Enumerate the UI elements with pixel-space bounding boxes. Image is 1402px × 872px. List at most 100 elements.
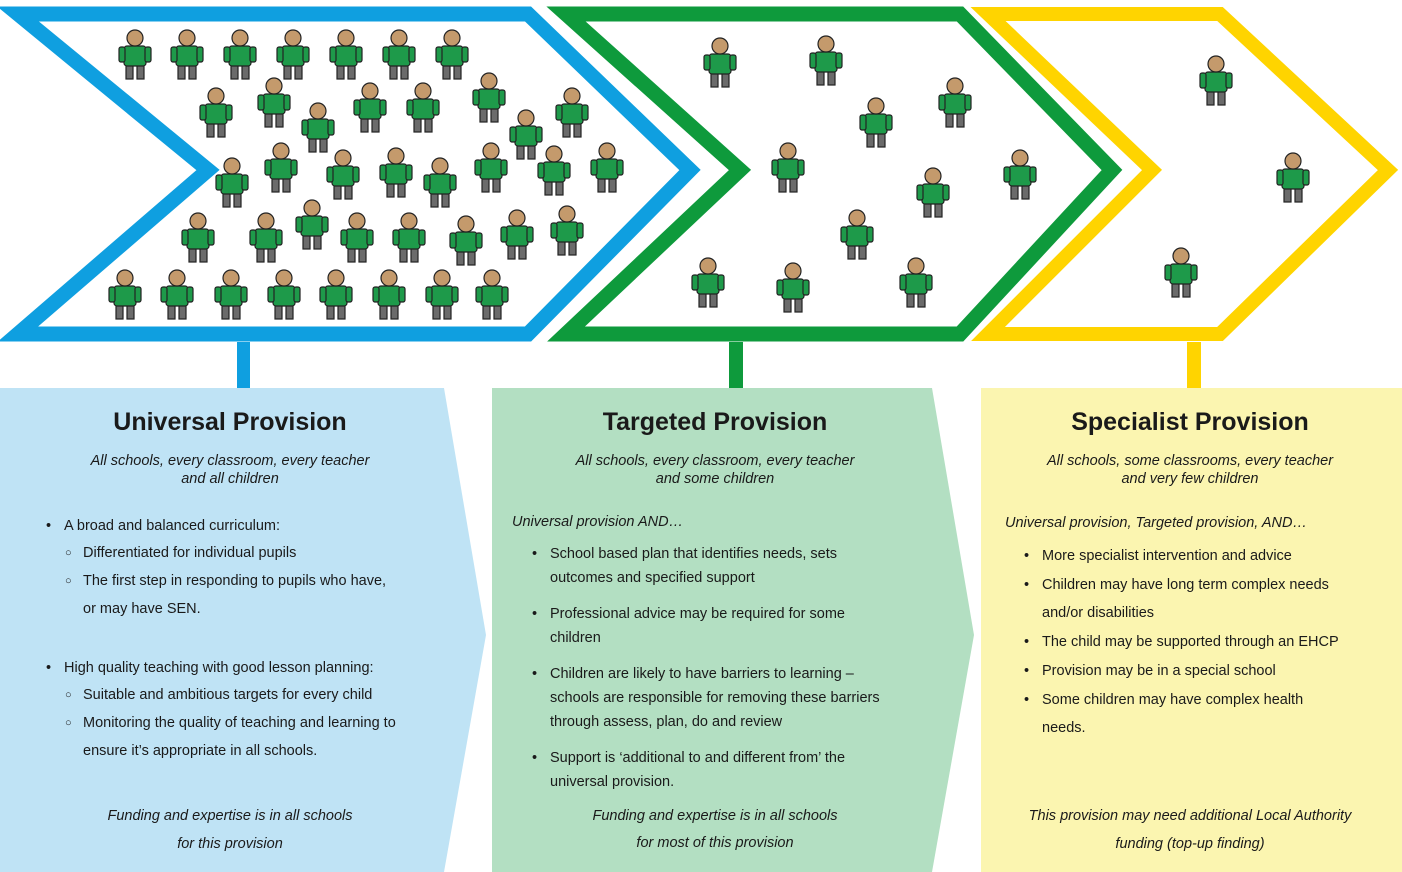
child-icon (435, 29, 469, 80)
specialist-panel: Specialist Provision All schools, some c… (981, 388, 1402, 872)
child-icon (353, 82, 387, 133)
child-icon (423, 157, 457, 208)
child-icon (776, 262, 810, 313)
child-icon (406, 82, 440, 133)
child-icon (276, 29, 310, 80)
specialist-chevron (970, 7, 1399, 341)
universal-list-1: A broad and balanced curriculum: Differe… (46, 513, 454, 623)
list-item: Children are likely to have barriers to … (532, 662, 940, 686)
child-icon (691, 257, 725, 308)
child-icon (425, 269, 459, 320)
child-icon (859, 97, 893, 148)
child-icon (590, 142, 624, 193)
child-icon (1164, 247, 1198, 298)
targeted-chevron (546, 6, 1123, 342)
child-icon (449, 215, 483, 266)
child-icon (199, 87, 233, 138)
list-item: schools are responsible for removing the… (550, 690, 880, 706)
child-icon (500, 209, 534, 260)
targeted-subtitle-1: All schools, every classroom, every teac… (575, 453, 855, 469)
provision-arrows (0, 6, 1399, 388)
child-icon (170, 29, 204, 80)
child-icon (326, 149, 360, 200)
targeted-connector (729, 342, 743, 388)
child-icon (382, 29, 416, 80)
child-icon (537, 145, 571, 196)
universal-footer-1: Funding and expertise is in all schools (107, 808, 353, 824)
universal-title: Universal Provision (113, 408, 347, 436)
child-icon (472, 72, 506, 123)
child-icon (840, 209, 874, 260)
child-icon (319, 269, 353, 320)
universal-panel-shape (0, 388, 486, 872)
targeted-title: Targeted Provision (602, 408, 828, 436)
targeted-footer-2: for most of this provision (636, 835, 794, 851)
universal-subtitle-2: and all children (181, 471, 279, 487)
child-icon (771, 142, 805, 193)
universal-footer-2: for this provision (177, 836, 283, 852)
child-icon (475, 269, 509, 320)
specialist-connector (1187, 342, 1201, 388)
child-icon (555, 87, 589, 138)
specialist-footer-1: This provision may need additional Local… (1028, 808, 1352, 824)
children-icons (108, 29, 1310, 320)
list-item: and/or disabilities (1042, 605, 1155, 621)
specialist-footer-2: funding (top-up finding) (1115, 836, 1265, 852)
child-icon (329, 29, 363, 80)
child-icon (295, 199, 329, 250)
child-icon (474, 142, 508, 193)
list-item: Suitable and ambitious targets for every… (65, 681, 454, 709)
child-icon (1199, 55, 1233, 106)
universal-panel: Universal Provision All schools, every c… (0, 388, 490, 872)
list-item: universal provision. (550, 774, 675, 790)
targeted-subtitle-2: and some children (655, 471, 775, 487)
list-item: The child may be supported through an EH… (1024, 628, 1392, 656)
targeted-lead: Universal provision AND… (512, 514, 684, 530)
universal-list-2: High quality teaching with good lesson p… (46, 655, 454, 765)
child-icon (108, 269, 142, 320)
list-item: children (550, 630, 601, 646)
specialist-title: Specialist Provision (1071, 408, 1309, 436)
universal-connector (237, 342, 250, 388)
child-icon (379, 147, 413, 198)
child-icon (267, 269, 301, 320)
child-icon (1003, 149, 1037, 200)
child-icon (181, 212, 215, 263)
specialist-list: More specialist intervention and adviceC… (1024, 542, 1392, 742)
child-icon (215, 157, 249, 208)
child-icon (372, 269, 406, 320)
specialist-subtitle-1: All schools, some classrooms, every teac… (1046, 453, 1334, 469)
list-item: through assess, plan, do and review (550, 714, 783, 730)
list-item: ensure it’s appropriate in all schools. (83, 743, 318, 759)
specialist-subtitle-2: and very few children (1121, 471, 1259, 487)
child-icon (160, 269, 194, 320)
list-item: needs. (1042, 720, 1086, 736)
child-icon (214, 269, 248, 320)
list-item: Support is ‘additional to and different … (532, 746, 940, 770)
list-item: Children may have long term complex need… (1024, 571, 1392, 599)
child-icon (938, 77, 972, 128)
child-icon (257, 77, 291, 128)
list-item: A broad and balanced curriculum: (46, 513, 454, 539)
child-icon (249, 212, 283, 263)
child-icon (301, 102, 335, 153)
list-item: or may have SEN. (83, 601, 201, 617)
list-item: Differentiated for individual pupils (65, 539, 454, 567)
list-item: School based plan that identifies needs,… (532, 542, 940, 566)
child-icon (550, 205, 584, 256)
list-item: Some children may have complex health (1024, 686, 1392, 714)
child-icon (509, 109, 543, 160)
list-item: High quality teaching with good lesson p… (46, 655, 454, 681)
targeted-footer-1: Funding and expertise is in all schools (592, 808, 838, 824)
child-icon (809, 35, 843, 86)
list-item: Provision may be in a special school (1024, 657, 1392, 685)
list-item: Professional advice may be required for … (532, 602, 940, 626)
child-icon (392, 212, 426, 263)
child-icon (264, 142, 298, 193)
list-item: The first step in responding to pupils w… (65, 567, 454, 595)
targeted-panel: Targeted Provision All schools, every cl… (492, 388, 978, 872)
child-icon (1276, 152, 1310, 203)
child-icon (703, 37, 737, 88)
targeted-list: School based plan that identifies needs,… (532, 542, 940, 794)
child-icon (223, 29, 257, 80)
